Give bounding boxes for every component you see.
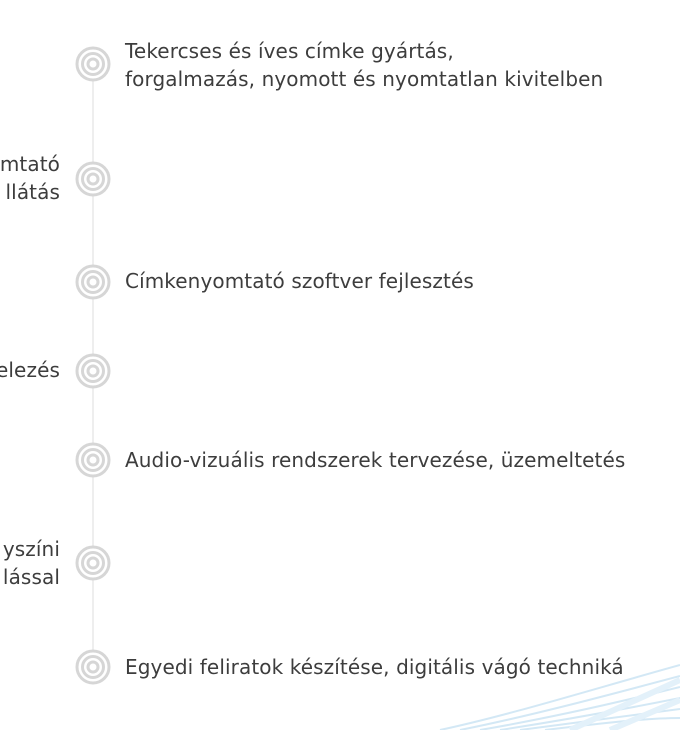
timeline-item-line: forgalmazás, nyomott és nyomtatlan kivit…: [125, 67, 604, 91]
concentric-circle-icon: [75, 649, 111, 685]
timeline-item-label-szoftver: Címkenyomtató szoftver fejlesztés: [125, 267, 474, 295]
timeline-item-label-cimke-gyartas: Tekercses és íves címke gyártás, forgalm…: [125, 37, 603, 93]
timeline-item-label-elezes: elezés: [0, 356, 60, 384]
timeline-item-label-egyedi-feliratok: Egyedi feliratok készítése, digitális vá…: [125, 653, 624, 681]
timeline-item-line: Tekercses és íves címke gyártás,: [125, 39, 454, 63]
timeline-item-line: lással: [2, 565, 60, 589]
concentric-circle-icon: [75, 161, 111, 197]
concentric-circle-icon: [75, 545, 111, 581]
timeline-item-label-nyomtato: mtató llátás: [0, 150, 60, 206]
timeline-item-line: Audio-vizuális rendszerek tervezése, üze…: [125, 448, 626, 472]
timeline-item-line: Címkenyomtató szoftver fejlesztés: [125, 269, 474, 293]
timeline-item-line: yszíni: [2, 537, 60, 561]
concentric-circle-icon: [75, 353, 111, 389]
timeline-item-label-helyszini: yszíni lással: [3, 535, 60, 591]
concentric-circle-icon: [75, 264, 111, 300]
timeline-item-label-audio-vizualis: Audio-vizuális rendszerek tervezése, üze…: [125, 446, 625, 474]
timeline-item-line: mtató: [0, 152, 60, 176]
concentric-circle-icon: [75, 442, 111, 478]
concentric-circle-icon: [75, 46, 111, 82]
timeline-item-line: Egyedi feliratok készítése, digitális vá…: [125, 655, 624, 679]
timeline-item-line: elezés: [0, 358, 60, 382]
timeline-item-line: llátás: [5, 180, 60, 204]
decorative-wave-pattern: [439, 664, 680, 730]
